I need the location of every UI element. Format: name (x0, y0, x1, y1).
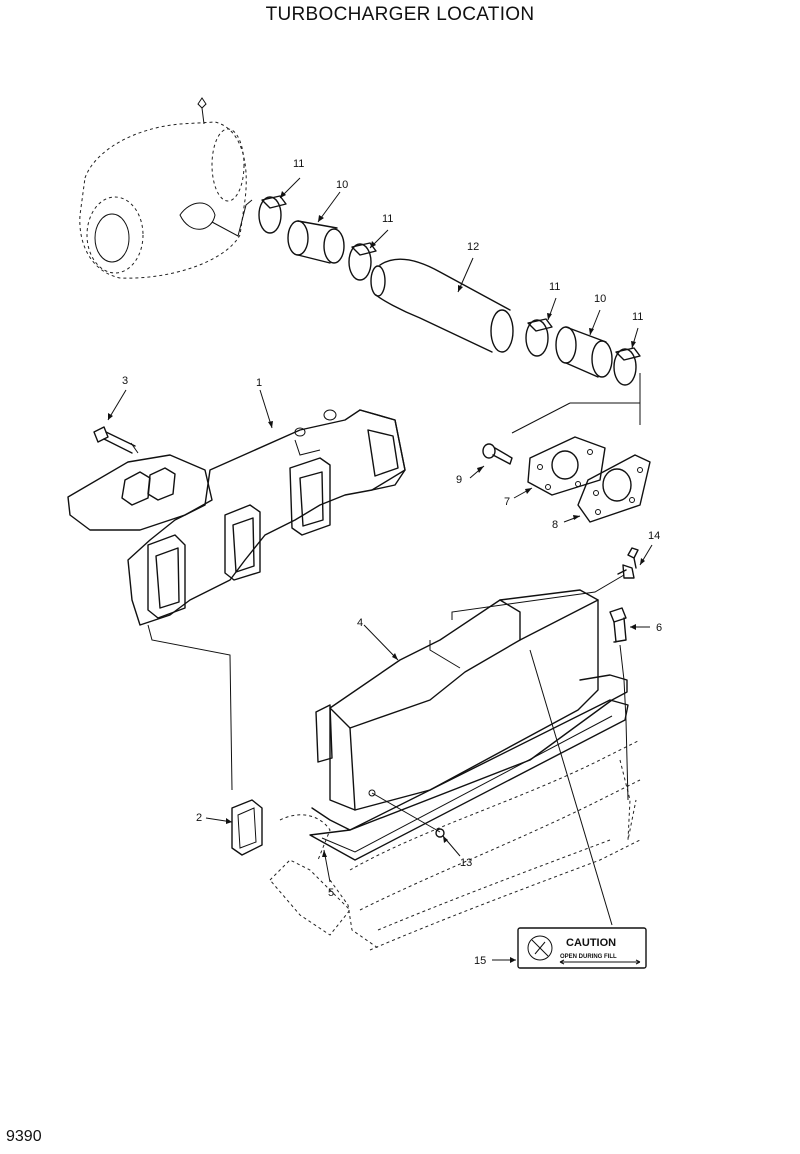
caution-heading: CAUTION (566, 937, 616, 949)
flange-bolt (482, 443, 513, 465)
hose-connector-b (555, 326, 613, 378)
callout-9: 9 (456, 474, 462, 486)
vent-cock (617, 547, 639, 579)
caution-subtext: OPEN DURING FILL (560, 954, 617, 960)
hose-connector-a (287, 220, 345, 264)
engine-block-outline (269, 739, 641, 951)
callout-10: 10 (594, 293, 606, 305)
callout-3: 3 (122, 375, 128, 387)
callout-11: 11 (293, 158, 304, 170)
callout-10: 10 (336, 179, 348, 191)
exhaust-manifold (67, 409, 406, 626)
callout-11: 11 (549, 281, 560, 293)
callout-14: 14 (648, 530, 660, 542)
manifold-bolt (93, 426, 136, 454)
hose-clamp-b (348, 242, 377, 281)
mounting-bolt (609, 607, 627, 643)
callout-6: 6 (656, 622, 662, 634)
callout-11: 11 (632, 311, 643, 323)
callout-5: 5 (328, 887, 334, 899)
outlet-elbow (527, 436, 606, 496)
callout-12: 12 (467, 241, 479, 253)
callout-13: 13 (460, 857, 472, 869)
hose-clamp-c (525, 318, 553, 357)
callout-7: 7 (504, 496, 510, 508)
callout-1: 1 (256, 377, 262, 389)
page-number: 9390 (6, 1128, 42, 1145)
callout-labels: 11 10 11 12 11 10 11 3 1 9 7 8 14 6 4 2 … (122, 158, 662, 967)
turbocharger-outline (79, 97, 253, 279)
callout-15: 15 (474, 955, 486, 967)
elbow-gasket (577, 454, 651, 523)
leader-arrowheads (108, 191, 645, 963)
caution-decal: CAUTION OPEN DURING FILL (517, 927, 647, 969)
manifold-gasket (231, 799, 263, 856)
hose-clamp-a (258, 195, 287, 234)
callout-11: 11 (382, 213, 393, 225)
drain-plug (368, 789, 445, 838)
housing-gasket (309, 699, 629, 861)
hose-clamp-d (613, 347, 641, 386)
page-title: TURBOCHARGER LOCATION (265, 4, 535, 25)
long-hose (370, 258, 514, 353)
callout-4: 4 (357, 617, 363, 629)
callout-2: 2 (196, 812, 202, 824)
callout-8: 8 (552, 519, 558, 531)
